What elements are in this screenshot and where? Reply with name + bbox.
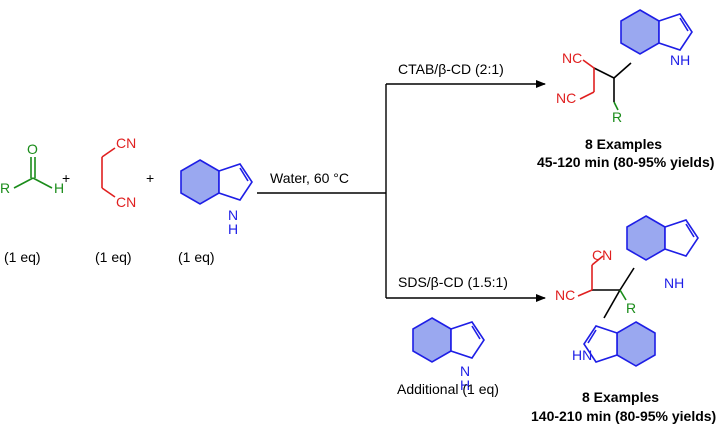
malononitrile-eq: (1 eq) (95, 249, 132, 265)
indole-eq: (1 eq) (178, 249, 215, 265)
indole-N-label: N (228, 207, 238, 223)
top-product-NH: NH (670, 52, 690, 68)
aldehyde-R-label: R (0, 180, 10, 196)
bottom-product-structure: NH HN CN NC R (555, 215, 699, 367)
top-product-structure: NH NC NC R (556, 9, 693, 125)
aldehyde-structure: R O H (0, 141, 64, 196)
bottom-examples: 8 Examples (582, 389, 659, 405)
additional-indole-N: N (460, 363, 470, 379)
bottom-product-R: R (626, 300, 636, 316)
bottom-product-HN-bottom: HN (572, 347, 592, 363)
top-product-nc-top: NC (562, 50, 582, 66)
plus-sign-1: + (62, 170, 70, 186)
main-conditions: Water, 60 °C (270, 170, 349, 186)
bottom-product-cn: CN (592, 247, 612, 263)
aldehyde-H-label: H (54, 180, 64, 196)
malononitrile-cn-bottom: CN (116, 194, 136, 210)
bottom-catalyst: SDS/β-CD (1.5:1) (398, 274, 508, 290)
top-product-R: R (612, 109, 622, 125)
additional-indole-structure: N H (412, 317, 485, 393)
malononitrile-cn-top: CN (116, 135, 136, 151)
aldehyde-eq: (1 eq) (4, 249, 41, 265)
top-catalyst: CTAB/β-CD (2:1) (398, 61, 504, 77)
indole-H-label: H (228, 221, 238, 237)
malononitrile-structure: CN CN (101, 135, 136, 210)
bottom-product-nc: NC (555, 287, 575, 303)
top-examples: 8 Examples (585, 136, 662, 152)
additional-indole-H: H (460, 377, 470, 393)
indole-structure: N H (180, 159, 253, 237)
aldehyde-O-label: O (27, 141, 38, 157)
additional-indole-label: Additional (1 eq) (397, 381, 499, 397)
bottom-time-yield: 140-210 min (80-95% yields) (531, 408, 716, 424)
top-product-nc-bottom: NC (556, 90, 576, 106)
top-time-yield: 45-120 min (80-95% yields) (537, 154, 714, 170)
bottom-product-NH-top: NH (664, 275, 684, 291)
plus-sign-2: + (146, 170, 154, 186)
